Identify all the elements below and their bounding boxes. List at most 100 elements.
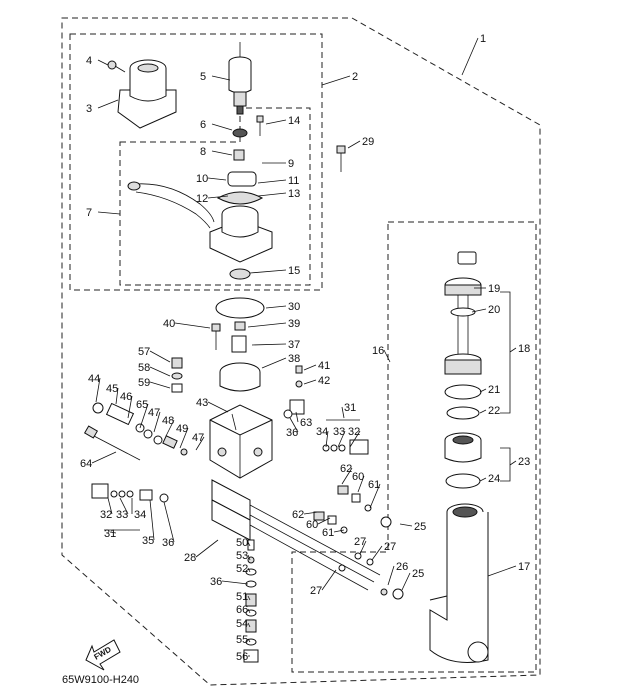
callout-c35: 35	[142, 499, 155, 547]
leader-line	[265, 119, 287, 125]
leader-line	[211, 123, 233, 131]
callout-c44: 44	[88, 373, 101, 403]
leader-line	[303, 364, 317, 371]
leader-line	[341, 406, 345, 419]
leader-line	[149, 499, 155, 541]
callout-c17: 17	[487, 561, 530, 577]
callout-number: 62	[292, 509, 304, 521]
callout-c38: 38	[261, 353, 300, 369]
callout-number: 29	[362, 136, 374, 148]
callout-number: 53	[236, 550, 248, 562]
callout-number: 19	[488, 283, 500, 295]
leader-line	[357, 475, 365, 493]
pump-body	[209, 404, 273, 479]
callout-number: 26	[396, 561, 408, 573]
fitting-63	[289, 399, 305, 415]
callout-c2: 2	[321, 71, 358, 86]
callout-number: 17	[518, 561, 530, 573]
callout-c36b: 36	[162, 501, 175, 549]
o-ring-27a	[354, 552, 362, 560]
leader-line	[321, 569, 337, 591]
leader-line	[221, 580, 249, 585]
callout-number: 1	[480, 33, 486, 45]
assembly-2-boundary	[69, 33, 323, 291]
ball-58	[171, 372, 183, 380]
callout-c64: 64	[80, 451, 117, 470]
callout-number: 10	[196, 173, 208, 185]
callout-number: 66	[236, 604, 248, 616]
callout-c36: 36	[286, 417, 299, 439]
callout-c51: 51	[236, 591, 251, 603]
leader-line	[479, 388, 487, 393]
callout-c39: 39	[247, 318, 300, 330]
assembly-7-boundary	[119, 107, 311, 286]
spring-62b	[313, 511, 325, 521]
spring-39	[234, 321, 246, 331]
callout-c12: 12	[196, 193, 229, 205]
leader-line	[509, 347, 517, 353]
leader-line	[195, 436, 205, 451]
callout-number: 5	[200, 71, 206, 83]
leader-line	[109, 531, 117, 534]
piston-60b	[327, 515, 337, 525]
leader-line	[387, 565, 395, 586]
spring-48	[162, 435, 178, 449]
leader-line	[401, 572, 411, 591]
leader-line	[207, 195, 229, 199]
callout-c66: 66	[236, 604, 251, 616]
callout-c53: 53	[236, 550, 251, 562]
callout-number: 9	[288, 158, 294, 170]
callout-c8: 8	[200, 146, 233, 158]
callout-number: 48	[162, 415, 174, 427]
leader-line	[149, 350, 171, 363]
leader-line	[461, 37, 479, 76]
callout-number: 54	[236, 618, 248, 630]
o-ring-61	[364, 504, 372, 512]
callout-number: 23	[518, 456, 530, 468]
callout-c50: 50	[236, 537, 251, 549]
callout-number: 47	[192, 432, 204, 444]
o-ring-25b	[392, 588, 404, 600]
callout-c40: 40	[163, 318, 211, 330]
callout-c52: 52	[236, 563, 251, 575]
leader-line	[107, 497, 113, 515]
leader-line	[139, 403, 149, 429]
o-ring-21	[444, 384, 482, 400]
callout-number: 61	[368, 479, 380, 491]
callout-number: 60	[352, 471, 364, 483]
leader-line	[149, 381, 171, 389]
callout-number: 31	[344, 402, 356, 414]
callout-number: 55	[236, 634, 248, 646]
pin-41	[295, 365, 303, 374]
callout-number: 33	[333, 426, 345, 438]
callout-number: 7	[86, 207, 92, 219]
callout-c61: 61	[368, 479, 381, 509]
callout-c27c: 27	[310, 569, 337, 597]
leader-line	[303, 511, 319, 515]
leader-line	[303, 379, 317, 385]
leader-line	[247, 567, 251, 573]
leader-line	[371, 545, 383, 561]
callout-c3: 3	[86, 99, 119, 115]
pin-43	[231, 413, 237, 431]
callout-number: 25	[412, 568, 424, 580]
leader-line	[265, 305, 287, 309]
o-ring-44	[92, 402, 104, 414]
leader-line	[509, 460, 517, 466]
callout-number: 2	[352, 71, 358, 83]
leader-line	[149, 366, 171, 377]
callout-c45: 45	[106, 383, 119, 405]
callout-c23: 23	[509, 456, 530, 468]
leader-line	[247, 554, 251, 561]
callout-c28: 28	[184, 539, 219, 564]
o-ring-55	[245, 638, 257, 646]
motor-wires	[135, 183, 215, 229]
callout-c31b: 31	[104, 528, 116, 540]
piston-rod-assy	[444, 251, 482, 375]
callout-c6: 6	[200, 119, 233, 131]
callout-c36c: 36	[210, 576, 249, 588]
bolt-29	[336, 145, 346, 172]
leader-line	[333, 529, 345, 533]
callout-c29: 29	[347, 136, 374, 149]
